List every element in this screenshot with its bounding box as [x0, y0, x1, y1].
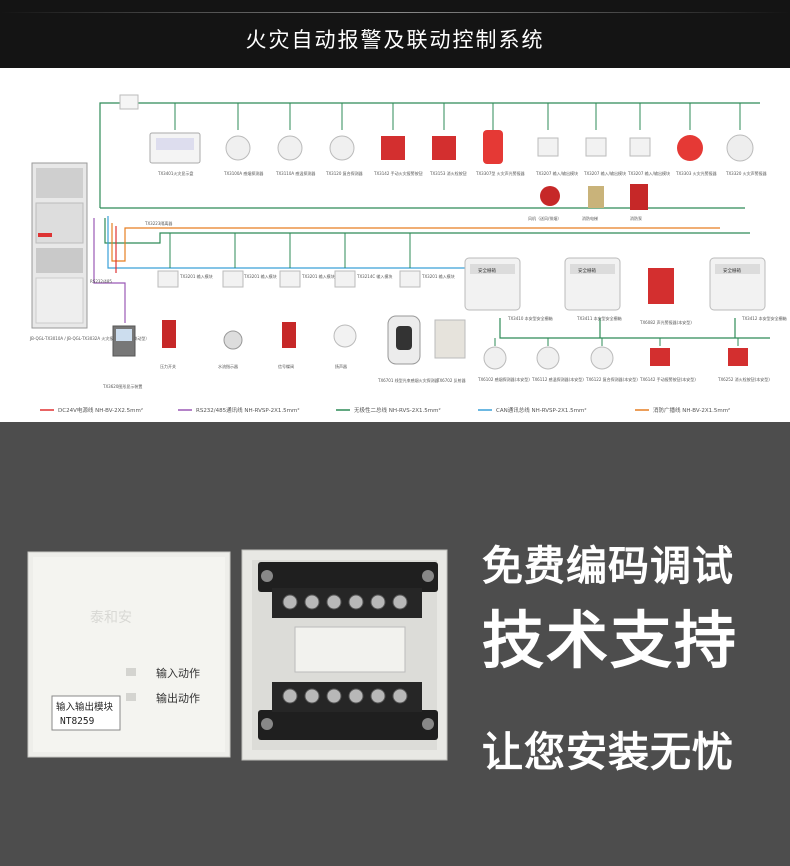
- diagram-legend: DC24V电源线 NH-BV-2X2.5mm² RS232/485通讯线 NH-…: [40, 406, 730, 414]
- safety-box-title-1: 安全栅箱: [578, 267, 596, 274]
- output-indicator-led: [126, 693, 136, 701]
- beam-label-1: TX6702 反射器: [436, 377, 466, 383]
- input-indicator-led: [126, 668, 136, 676]
- safety-box-1: [464, 257, 521, 311]
- legend-item-1: RS232/485通讯线 NH-RVSP-2X1.5mm²: [196, 406, 300, 414]
- mid-device-4: TX3201 输入模块: [421, 273, 455, 279]
- bottom-device-0: TX6102 感烟探测器(本安型): [477, 376, 530, 382]
- system-diagram: JB-QGL-TX3010A / JB-QGL-TX3032A 火灾报警控制器（…: [0, 68, 790, 422]
- slogan-worry-free: 让您安装无忧: [482, 728, 734, 776]
- top-sub-1: 消防电梯: [582, 215, 598, 221]
- indicator-input-label: 输入动作: [156, 666, 200, 680]
- safety-box-label-0: TX3410 本安型安全栅箱: [507, 315, 553, 321]
- mid-sub-3: 扬声器: [335, 363, 347, 369]
- mid-row-icons: [157, 270, 466, 365]
- bottom-device-3: TX6142 手动报警按钮(本安型): [639, 376, 696, 382]
- product-photo: 泰和安 输入动作 输出动作 输入输出模块 NT8259: [27, 549, 448, 761]
- slogan-tech-support: 技术支持: [482, 604, 739, 677]
- mid-sub-0: 压力开关: [160, 363, 176, 369]
- top-device-8: TX3207 输入/输出模块: [583, 170, 626, 176]
- bus-line-lower: [104, 218, 750, 244]
- bus-line-top: [99, 102, 760, 208]
- legend-item-4: 消防广播线 NH-BV-2X1.5mm²: [653, 406, 730, 414]
- cover-logo: 泰和安: [90, 610, 132, 626]
- top-device-4: TX3142 手动火灾报警按钮: [373, 170, 423, 176]
- graphic-display-label: TX3620图形显示装置: [102, 383, 142, 389]
- safety-box-title-0: 安全栅箱: [478, 267, 496, 274]
- top-device-10: TX3303 火灾光警报器: [675, 170, 717, 176]
- top-device-3: TX3120 复合探测器: [325, 170, 363, 176]
- product-section: 泰和安 输入动作 输出动作 输入输出模块 NT8259: [0, 422, 790, 866]
- top-sub-2: 消防泵: [630, 215, 642, 221]
- beam-label-0: TX6701 线型光束感烟火灾探测器: [377, 377, 439, 383]
- graphic-display-device: [112, 325, 136, 357]
- module-base-terminals: [241, 549, 448, 761]
- header-banner: 火灾自动报警及联动控制系统: [0, 0, 790, 68]
- top-device-11: TX3320 火灾声警报器: [725, 170, 767, 176]
- page-title: 火灾自动报警及联动控制系统: [245, 28, 545, 52]
- safety-box-3: [709, 257, 766, 311]
- rs232-label: RS232/485: [90, 279, 112, 284]
- top-device-6: TX3307型 火灾声光警报器: [475, 170, 525, 176]
- module-cover-plate: 泰和安 输入动作 输出动作 输入输出模块 NT8259: [27, 551, 231, 758]
- isolator-module: [119, 94, 139, 110]
- can-bus-line: [107, 216, 520, 269]
- product-name-label: 输入输出模块: [56, 701, 114, 713]
- bottom-device-4: TX6252 消火栓按钮(本安型): [717, 376, 770, 382]
- top-row-icons: [149, 130, 754, 210]
- bottom-device-5: TX6082 声光警报器(本安型): [639, 319, 692, 325]
- safety-box-title-2: 安全栅箱: [723, 267, 741, 274]
- mid-sub-2: 信号蝶阀: [278, 363, 294, 369]
- banner-divider: [0, 12, 790, 13]
- legend-item-0: DC24V电源线 NH-BV-2X2.5mm²: [58, 406, 143, 414]
- mid-device-0: TX3201 输入模块: [179, 273, 213, 279]
- safety-box-2: [564, 257, 621, 311]
- bottom-device-2: TX6122 复合探测器(本安型): [585, 376, 638, 382]
- mid-device-1: TX3201 输入模块: [243, 273, 277, 279]
- indicator-output-label: 输出动作: [156, 691, 200, 705]
- mid-device-3: TX3214C 输入模块: [356, 273, 392, 279]
- controller-label: JB-QGL-TX3010A / JB-QGL-TX3032A 火灾报警控制器（…: [29, 335, 149, 341]
- repeater-label: TX3223隔离器: [144, 220, 172, 226]
- top-device-0: TX3401火灾显示盘: [157, 170, 193, 176]
- legend-item-2: 无极性二总线 NH-RVS-2X1.5mm²: [354, 406, 441, 414]
- audible-visual-alarm-icon: [648, 268, 674, 304]
- bottom-device-1: TX6112 感温探测器(本安型): [531, 376, 584, 382]
- rs485-line: [93, 218, 126, 323]
- top-device-7: TX3207 输入/输出模块: [535, 170, 578, 176]
- mid-device-2: TX3201 输入模块: [301, 273, 335, 279]
- slogan-free-coding: 免费编码调试: [482, 542, 734, 590]
- safety-box-label-2: TX3412 本安型安全栅箱: [741, 315, 787, 321]
- top-sub-0: 风机（送风/排烟）: [528, 215, 561, 221]
- top-device-9: TX3207 输入/输出模块: [627, 170, 670, 176]
- broadcast-line: [111, 223, 720, 262]
- safety-box-label-1: TX3411 本安型安全栅箱: [576, 315, 622, 321]
- mid-sub-1: 水流指示器: [218, 363, 238, 369]
- top-device-1: TX3100A 感烟探测器: [223, 170, 263, 176]
- product-model-label: NT8259: [60, 716, 95, 727]
- fire-controller-cabinet: [31, 162, 88, 329]
- legend-item-3: CAN通讯总线 NH-RVSP-2X1.5mm²: [496, 406, 587, 414]
- top-device-2: TX3110A 感温探测器: [275, 170, 315, 176]
- top-device-5: TX3153 消火栓按钮: [429, 170, 467, 176]
- diagram-svg: JB-QGL-TX3010A / JB-QGL-TX3032A 火灾报警控制器（…: [29, 94, 787, 414]
- bottom-row-icons: [483, 346, 748, 370]
